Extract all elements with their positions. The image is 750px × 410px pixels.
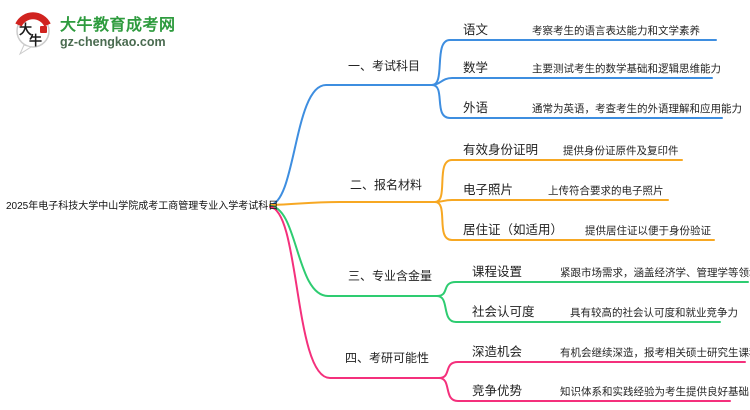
leaf-curriculum: 课程设置 紧跟市场需求，涵盖经济学、管理学等领域 bbox=[456, 263, 750, 281]
leaf-desc: 上传符合要求的电子照片 bbox=[548, 185, 664, 197]
connector-photo bbox=[434, 199, 669, 203]
logo-text: 大牛教育成考网 gz-chengkao.com bbox=[60, 17, 176, 49]
connector-competitive-edge bbox=[438, 377, 731, 402]
leaf-foreign-language: 外语 通常为英语，考查考生的外语理解和应用能力 bbox=[448, 99, 742, 117]
leaf-id-proof: 有效身份证明 提供身份证原件及复印件 bbox=[448, 141, 679, 159]
connector-curriculum bbox=[436, 281, 749, 297]
leaf-label: 课程设置 bbox=[472, 265, 523, 279]
leaf-label: 外语 bbox=[463, 101, 489, 115]
connector-residence-permit bbox=[434, 201, 715, 241]
branch-line-application-materials bbox=[269, 201, 436, 206]
connector-id-proof bbox=[434, 159, 683, 203]
leaf-desc: 提供居住证以便于身份验证 bbox=[585, 225, 711, 237]
leaf-photo: 电子照片 上传符合要求的电子照片 bbox=[448, 181, 664, 199]
leaf-desc: 紧跟市场需求，涵盖经济学、管理学等领域 bbox=[560, 267, 750, 279]
leaf-label: 电子照片 bbox=[463, 183, 514, 197]
logo-bull-icon: 大 牛 bbox=[15, 12, 51, 56]
leaf-label: 深造机会 bbox=[472, 345, 523, 359]
branch-line-exam-subjects bbox=[269, 84, 433, 206]
leaf-label: 数学 bbox=[463, 61, 489, 75]
leaf-desc: 有机会继续深造，报考相关硕士研究生课程 bbox=[560, 347, 750, 359]
leaf-desc: 考察考生的语言表达能力和文学素养 bbox=[532, 25, 700, 37]
leaf-label: 语文 bbox=[463, 23, 489, 37]
connector-foreign-language bbox=[431, 84, 723, 119]
leaf-residence-permit: 居住证（如适用） 提供居住证以便于身份验证 bbox=[448, 221, 711, 239]
connector-social-recognition bbox=[436, 295, 721, 323]
leaf-further-study: 深造机会 有机会继续深造，报考相关硕士研究生课程 bbox=[458, 343, 750, 361]
central-topic: 2025年电子科技大学中山学院成考工商管理专业入学考试科目 bbox=[6, 201, 279, 212]
leaf-desc: 知识体系和实践经验为考生提供良好基础 bbox=[560, 386, 749, 398]
connector-math bbox=[431, 77, 713, 86]
leaf-competitive-edge: 竞争优势 知识体系和实践经验为考生提供良好基础 bbox=[458, 382, 749, 400]
leaf-desc: 提供身份证原件及复印件 bbox=[563, 145, 679, 157]
leaf-desc: 主要测试考生的数学基础和逻辑思维能力 bbox=[532, 63, 721, 75]
leaf-desc: 通常为英语，考查考生的外语理解和应用能力 bbox=[532, 103, 742, 115]
logo-char-niu: 牛 bbox=[29, 33, 42, 48]
leaf-label: 居住证（如适用） bbox=[463, 223, 564, 237]
leaf-math: 数学 主要测试考生的数学基础和逻辑思维能力 bbox=[448, 59, 721, 77]
leaf-desc: 具有较高的社会认可度和就业竞争力 bbox=[570, 307, 738, 319]
leaf-label: 竞争优势 bbox=[472, 384, 523, 398]
leaf-social-recognition: 社会认可度 具有较高的社会认可度和就业竞争力 bbox=[456, 303, 738, 321]
leaf-label: 社会认可度 bbox=[472, 305, 535, 319]
leaf-chinese: 语文 考察考生的语言表达能力和文学素养 bbox=[448, 21, 700, 39]
site-logo[interactable]: 大 牛 大牛教育成考网 gz-chengkao.com bbox=[14, 10, 176, 56]
leaf-label: 有效身份证明 bbox=[463, 143, 539, 157]
branch-line-postgraduate-possibility bbox=[269, 206, 440, 379]
logo-title: 大牛教育成考网 bbox=[60, 17, 176, 34]
logo-char-da: 大 bbox=[19, 22, 32, 37]
branch-line-program-value bbox=[269, 205, 438, 297]
branch-label-program-value: 三、专业含金量 bbox=[348, 269, 433, 283]
logo-subtitle: gz-chengkao.com bbox=[60, 35, 166, 49]
connector-further-study bbox=[438, 361, 746, 379]
branch-label-postgraduate-possibility: 四、考研可能性 bbox=[345, 351, 430, 365]
branch-label-exam-subjects: 一、考试科目 bbox=[348, 59, 421, 73]
branch-label-application-materials: 二、报名材料 bbox=[350, 178, 423, 192]
